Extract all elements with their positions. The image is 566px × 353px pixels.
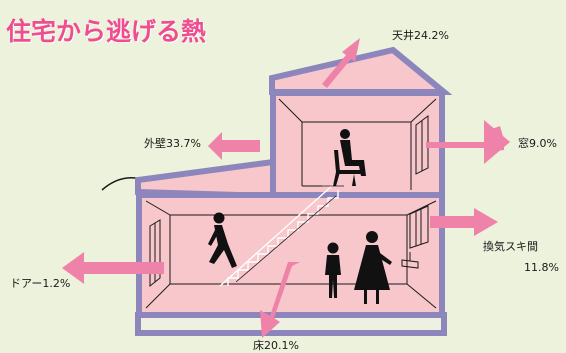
lower-floor [136, 192, 445, 318]
page-title: 住宅から逃げる熱 [6, 17, 207, 46]
floor-label: 床20.1% [253, 339, 299, 352]
door-heat-arrow [62, 252, 164, 284]
child-icon [325, 242, 341, 298]
ceiling-label: 天井24.2% [392, 29, 449, 42]
woman-icon [354, 231, 392, 304]
outer-wall-label: 外壁33.7% [144, 137, 201, 150]
upper-room-interior [278, 98, 437, 190]
upper-window [415, 115, 429, 175]
staircase [219, 183, 339, 287]
upper-roof [269, 46, 453, 95]
ventilation-window [409, 205, 429, 249]
door-label: ドアー1.2% [10, 277, 71, 290]
heat-arrows [62, 38, 510, 338]
upper-floor [270, 90, 445, 198]
ceiling-heat-arrow [322, 38, 360, 88]
ventilation-heat-arrow [430, 208, 498, 236]
walking-person-icon [208, 212, 237, 268]
floor-heat-arrow [260, 262, 300, 338]
lower-roof [135, 158, 276, 200]
ventilation-gap-value-label: 11.8% [524, 261, 559, 274]
foundation [135, 312, 447, 336]
ventilation-gap-name-label: 換気スキ間 [483, 240, 538, 253]
sink [401, 252, 419, 269]
seated-person-icon [333, 129, 366, 186]
roof-arch-line [101, 177, 137, 191]
window-label: 窓9.0% [518, 137, 557, 150]
